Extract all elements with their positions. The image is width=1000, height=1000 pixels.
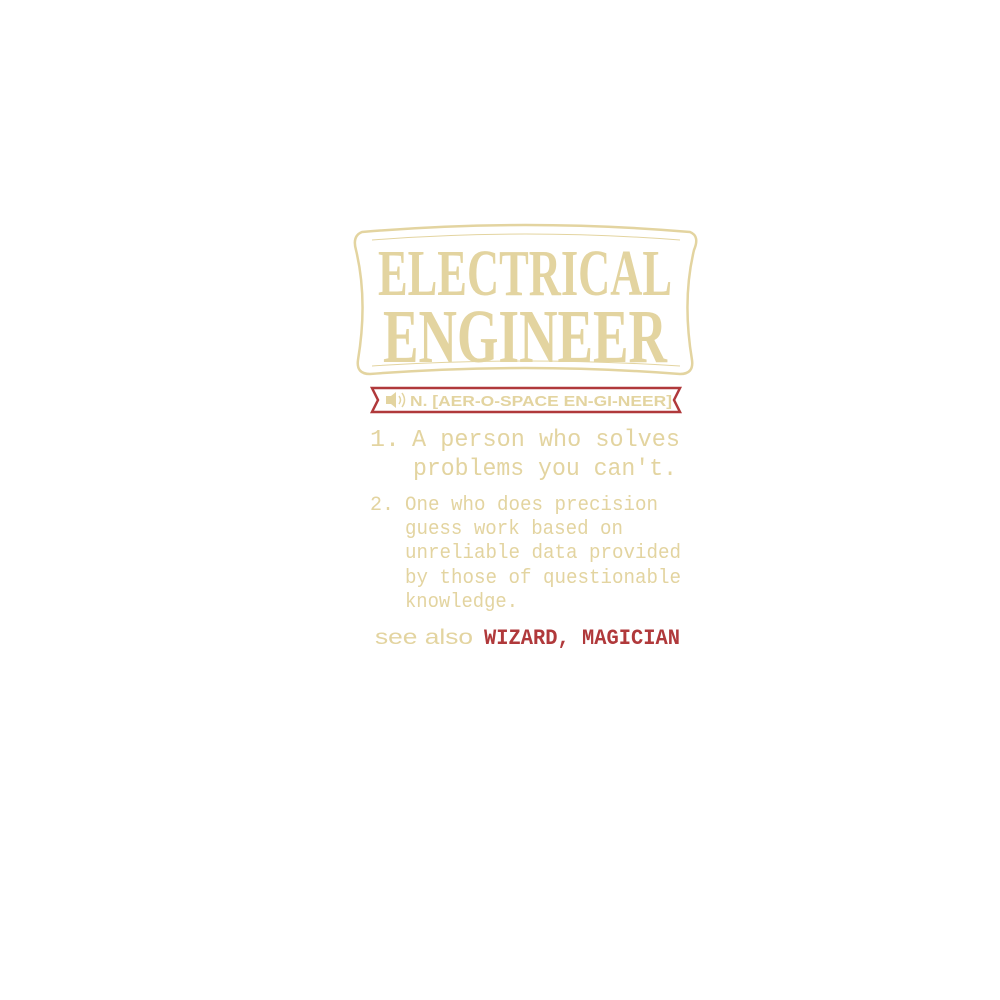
pronunciation-text: N. [AER-O-SPACE EN-GI-NEER]	[410, 393, 672, 410]
definition-1-number: 1.	[370, 427, 400, 454]
see-also-terms: WIZARD, MAGICIAN	[484, 626, 680, 651]
see-also-label: see also	[375, 626, 473, 649]
definition-2-line: by those of questionable	[405, 567, 681, 590]
definition-1-line: A person who solves	[412, 427, 680, 454]
title-frame	[353, 223, 698, 376]
definition-1-line: problems you can't.	[413, 456, 677, 483]
definition-2-line: unreliable data provided	[405, 542, 681, 565]
definition-2-line: guess work based on	[405, 518, 623, 541]
title-line-1: ELECTRICAL	[378, 237, 672, 310]
title-frame-inner-bottom	[371, 360, 681, 367]
definition-2-number: 2.	[370, 494, 394, 517]
speaker-icon	[386, 392, 406, 408]
title-line-2: ENGINEER	[383, 295, 668, 379]
definition-2-line: One who does precision	[405, 494, 658, 517]
pronunciation-banner	[369, 386, 683, 414]
title-frame-inner-top	[371, 233, 681, 241]
definition-2-line: knowledge.	[405, 591, 518, 614]
